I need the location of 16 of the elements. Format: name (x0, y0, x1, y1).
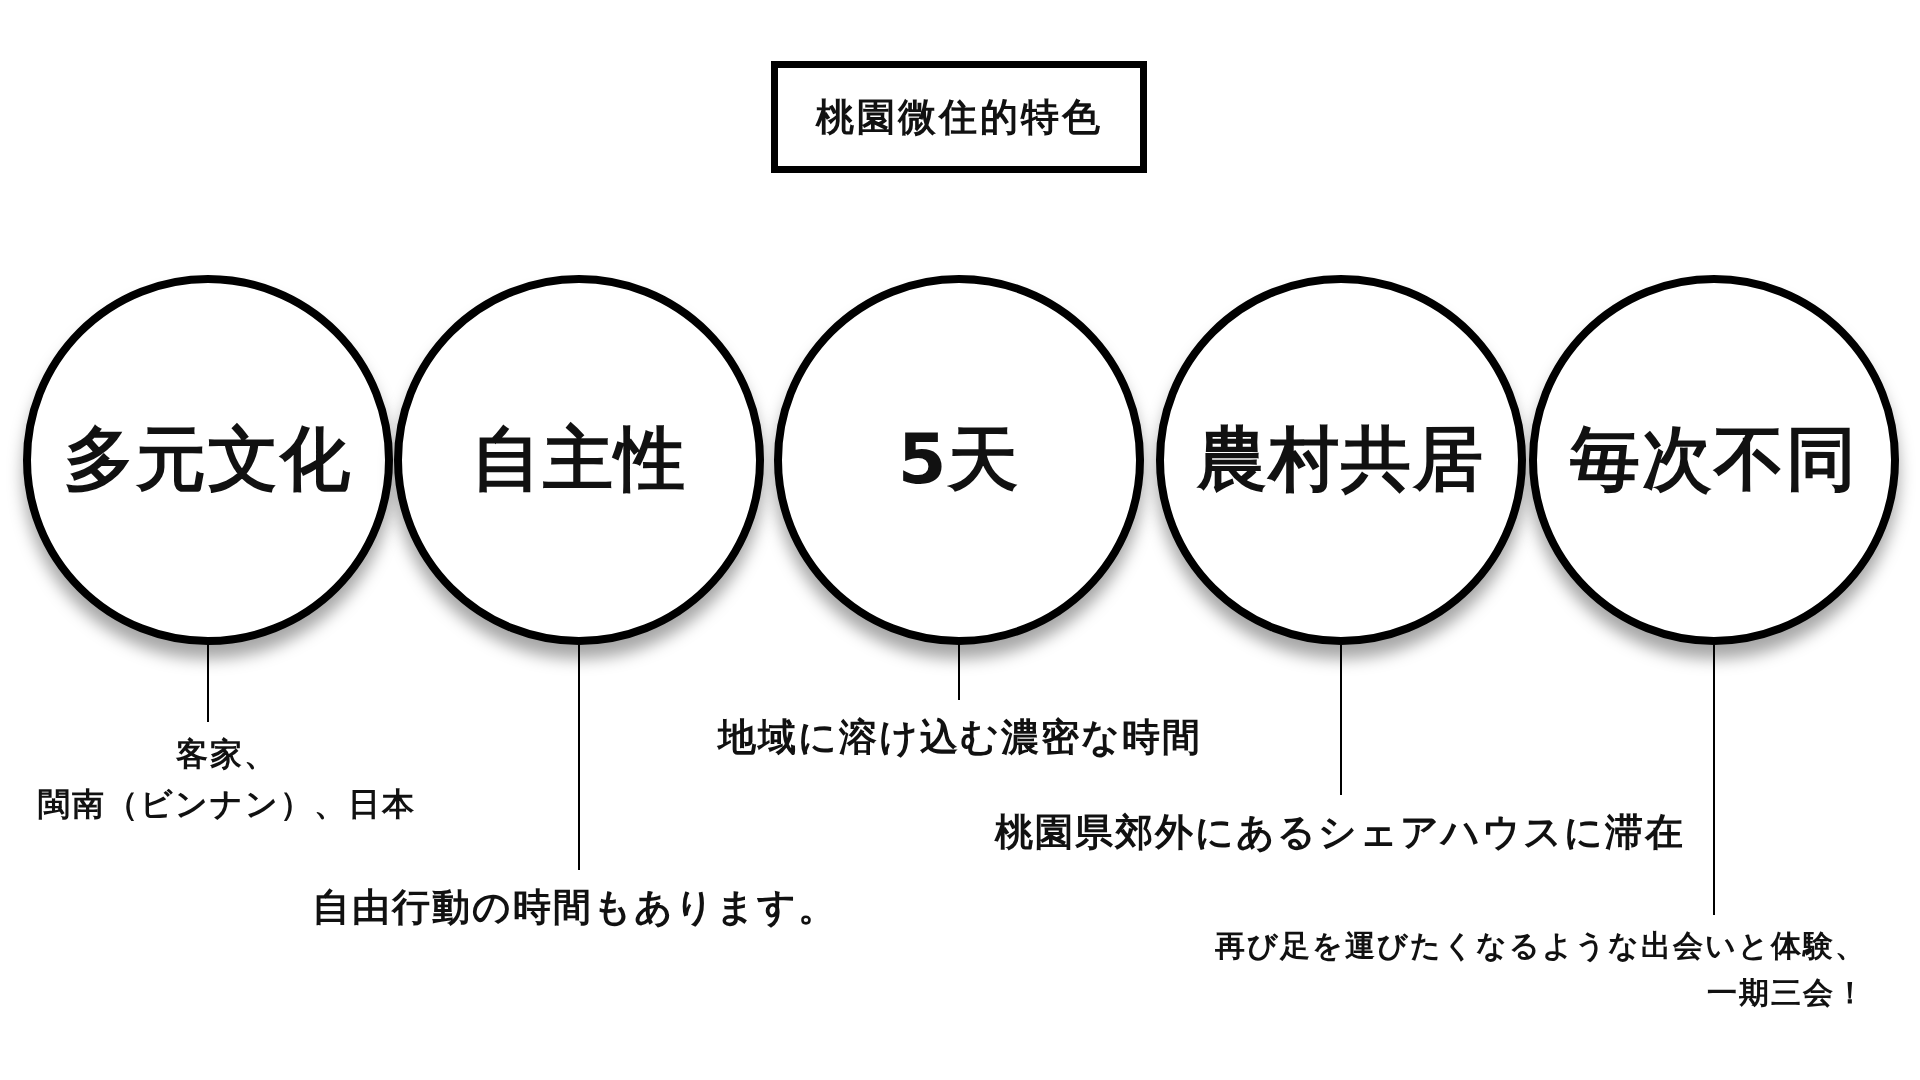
connector-line (1713, 644, 1715, 916)
circle-node: 農村共居 (1156, 275, 1526, 645)
description-text: 地域に溶け込む濃密な時間 (660, 700, 1260, 767)
description-text: 桃園県郊外にあるシェアハウスに滞在 (960, 795, 1720, 862)
connector-line (578, 644, 580, 871)
circle-node: 多元文化 (23, 275, 393, 645)
circle-node: 5天 (774, 275, 1144, 645)
connector-line (1340, 644, 1342, 796)
connector-line (207, 644, 209, 723)
description-text: 再び足を運びたくなるような出会いと体験、一期三会！ (1100, 915, 1867, 1016)
circle-node: 自主性 (394, 275, 764, 645)
title-box: 桃園微住的特色 (771, 61, 1147, 173)
connector-line (958, 644, 960, 701)
description-text: 自由行動の時間もあります。 (280, 870, 870, 937)
circle-node: 毎次不同 (1529, 275, 1899, 645)
description-text: 客家、閩南（ビンナン）、日本 (0, 722, 454, 830)
